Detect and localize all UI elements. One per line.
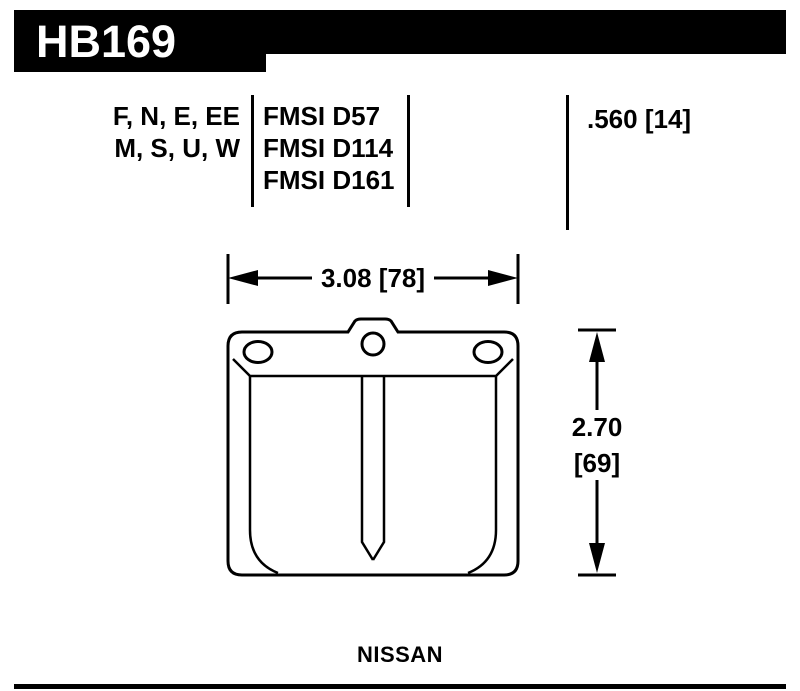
height-dimension-label-inches: 2.70 — [572, 412, 623, 442]
width-extension-lines — [226, 254, 520, 304]
left-arrowhead-icon — [228, 270, 258, 286]
center-tab-hole — [360, 331, 386, 357]
fmsi-code-list: FMSI D57 FMSI D114 FMSI D161 — [263, 100, 395, 196]
pad-outline — [226, 317, 520, 577]
spec-divider-1 — [251, 95, 254, 207]
height-dimension-label-mm: [69] — [574, 448, 620, 478]
fmsi-code-2: FMSI D114 — [263, 133, 394, 163]
compound-codes-line-1: F, N, E, EE — [112, 101, 240, 131]
height-dimension: 2.70 [69] — [572, 328, 623, 577]
right-mounting-hole — [472, 340, 504, 364]
part-number-block: HB169 — [14, 10, 266, 72]
width-dimension: 3.08 [78] — [226, 254, 520, 304]
friction-material-right-edge — [467, 376, 498, 575]
vehicle-name: NISSAN — [356, 642, 444, 667]
pad-thickness: .560 [14] — [587, 104, 692, 134]
spec-divider-3 — [566, 95, 569, 230]
compound-codes: F, N, E, EE M, S, U, W — [40, 100, 240, 164]
friction-material-top-edge — [232, 358, 514, 378]
left-mounting-hole — [242, 340, 274, 364]
friction-material-left-edge — [248, 376, 279, 575]
fmsi-code-1: FMSI D57 — [263, 101, 381, 131]
backing-plate-outline — [226, 317, 520, 577]
width-dimension-label: 3.08 [78] — [321, 263, 425, 293]
height-extension-lines — [578, 328, 616, 577]
center-slot — [360, 376, 386, 561]
down-arrowhead-icon — [589, 543, 605, 573]
fmsi-code-3: FMSI D161 — [263, 165, 395, 195]
up-arrowhead-icon — [589, 332, 605, 362]
right-arrowhead-icon — [488, 270, 518, 286]
spec-divider-2 — [407, 95, 410, 207]
part-number: HB169 — [36, 15, 177, 67]
footer-bar — [14, 684, 786, 689]
compound-codes-line-2: M, S, U, W — [114, 133, 240, 163]
brake-pad-drawing: 3.08 [78] 2.70 [69] — [226, 254, 623, 577]
